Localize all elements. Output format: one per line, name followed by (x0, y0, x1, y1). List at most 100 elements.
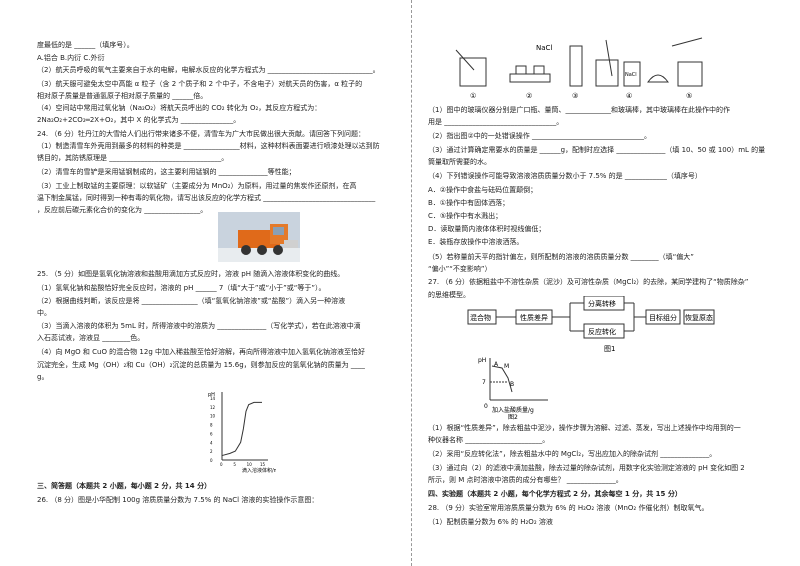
box-property-label: 性质差异 (520, 313, 548, 322)
text-line: E．装瓶存放操作中溶液洒落。 (428, 238, 524, 246)
x-axis-label: 滴入溶液体积/mL (242, 467, 276, 474)
nacl-label: NaCl (536, 44, 552, 52)
y-tick-label: 2 (210, 449, 213, 454)
text-line: （5）若称量前天平的指针偏左，则所配制的溶液的溶质质量分数 ________（填… (428, 253, 694, 261)
box-target-label: 目标组分 (649, 313, 677, 322)
text-line: ，反应前后碳元素化合价的变化为 ________________。 (37, 206, 208, 214)
text-line: 25. （5 分）如图是氢氧化钠溶液和盐酸用滴加方式反应时，溶液 pH 随滴入溶… (37, 270, 345, 278)
text-line: 三、简答题（本题共 2 小题，每小题 2 分，共 14 分） (37, 482, 212, 490)
y-axis-label: pH (208, 392, 215, 398)
step-label-2: ② (526, 92, 532, 100)
text-line: （1）图中的玻璃仪器分别是广口瓶、量筒、_____________和玻璃棒，其中… (428, 106, 730, 114)
left-column: 度最低的是 ______（填序号）。 A.铝合 B.内衍 C.外衍 （2）航天员呼吸… (20, 0, 396, 566)
column-divider (411, 0, 412, 566)
purification-flowchart: 混合物 性质差异 分离转移 反应转化 目标组分 恢复原态 图1 (467, 296, 715, 353)
text-line: 筒量取所需要的水。 (428, 158, 491, 166)
x-axis-label: 加入盐酸质量/g (492, 406, 534, 414)
dish-6 (647, 74, 669, 83)
text-line: （1）制造清雪车外壳用到最多的材料的种类是 ________________材料… (37, 142, 380, 150)
ph-series-line (221, 401, 262, 457)
origin-label: 0 (484, 403, 488, 410)
text-line: 锈目的，其防锈原理是 _____________________________… (37, 154, 229, 162)
text-line: （2）清雪车的雪铲是采用锰钢制成的，这主要利用锰钢的 _____________… (37, 168, 296, 176)
fig2-caption: 图2 (508, 414, 518, 420)
text-line: 用是 ________________________________。 (428, 118, 564, 126)
y-tick-label: 0 (210, 458, 213, 463)
text-line: 的思维模型。 (428, 291, 470, 299)
text-line: （2）指出图②中的一处错误操作 ________________________… (428, 132, 651, 140)
balance-2 (509, 65, 551, 83)
text-line: 所示，则 M 点时溶液中溶质的成分有哪些？ ______________。 (428, 476, 623, 484)
text-line: （2）采用“反应转化法”，除去粗盐水中的 MgCl₂，写出应加入的除杂试剂 __… (428, 450, 717, 458)
step-label-5: ⑤ (686, 92, 692, 100)
y-tick-label: 6 (210, 431, 213, 436)
text-line: （4）向 MgO 和 CuO 的混合物 12g 中加入稀盐酸至恰好溶解，再向所得… (37, 348, 365, 356)
box-restore-label: 恢复原态 (685, 313, 713, 322)
text-line: （1）根据“性质差异”，除去粗盐中泥沙，操作步骤为溶解、过滤、蒸发，写出上述操作… (428, 424, 741, 432)
x-tick-label: 15 (260, 462, 266, 467)
text-line: 相对原子质量是普通氢原子相对原子质量的 ______倍。 (37, 92, 208, 100)
x-tick-label: 0 (220, 462, 223, 467)
text-line: D．读取量筒内液体体积时视线偏低； (428, 225, 546, 233)
y-axis-label: pH (478, 357, 486, 364)
beaker-rod-4 (595, 39, 619, 87)
pour-7 (671, 37, 703, 87)
text-line: （3）工业上制取锰的主要原理：以软锰矿（主要成分为 MnO₂）为原料，用过量的焦… (37, 182, 357, 190)
box-separate-label: 分离转移 (588, 299, 616, 308)
text-line: 温下制金属锰，同时得到一种有毒的氧化物，请写出该反应的化学方程式 _______… (37, 194, 376, 202)
text-line: 入石蕊试液，溶液显 ________色。 (37, 334, 145, 342)
y-tick-label: 14 (210, 396, 216, 401)
text-line: （2）航天员呼吸的氧气主要来自于水的电解，电解水反应的化学方程式为 ______… (37, 66, 380, 74)
text-line: 沉淀完全，生成 Mg（OH）₂和 Cu（OH）₂沉淀的总质量为 15.6g，则参… (37, 361, 365, 369)
y-tick-label: 10 (210, 414, 216, 419)
point-a-label: A (494, 361, 499, 368)
snow-truck-image (218, 212, 300, 262)
box-mixture-label: 混合物 (470, 313, 491, 322)
text-line: A.铝合 B.内衍 C.外衍 (37, 54, 105, 62)
bottle-5 (623, 61, 641, 87)
text-line: C．⑤操作中有水溅出； (428, 212, 503, 220)
text-line: 24. （6 分）牡丹江的大雪给人们出行带来诸多不便，清雪车为广大市民做出很大贡… (37, 130, 366, 138)
text-line: （3）通过计算确定需要水的质量是 ______g，配制时应选择 ________… (428, 146, 766, 154)
text-line: B．①操作中有固体洒落； (428, 199, 510, 207)
text-line: （3）当滴入溶液的体积为 5mL 时，所得溶液中的溶质为 ___________… (37, 322, 361, 330)
fig1-caption: 图1 (604, 345, 615, 353)
text-line: （4）下列错误操作可能导致溶液溶质质量分数小于 7.5% 的是 ________… (428, 172, 702, 180)
text-line: A．②操作中食盐与砝码位置颠倒； (428, 186, 538, 194)
text-line: 度最低的是 ______（填序号）。 (37, 41, 134, 49)
fig2-series-line (491, 365, 513, 393)
step-label-1: ① (470, 92, 476, 100)
cylinder-3 (569, 45, 583, 87)
bottle-label: NaCl (625, 72, 637, 78)
text-line: （1）氢氧化钠和盐酸恰好完全反应时，溶液的 pH ______ 7（填“大于”或… (37, 284, 326, 292)
point-b-label: B (510, 381, 514, 388)
y-tick-7: 7 (482, 379, 486, 386)
text-line: 四、实验题（本题共 2 小题，每个化学方程式 2 分，其余每空 1 分，共 15… (428, 490, 682, 498)
step-label-3: ③ (572, 92, 578, 100)
text-line: “偏小”“不变影响”） (428, 265, 492, 273)
box-react-label: 反应转化 (588, 327, 616, 336)
text-line: g。 (37, 373, 49, 381)
step-label-4: ④ (626, 92, 632, 100)
point-m-label: M (504, 363, 509, 370)
text-line: （3）航天服可避免太空中高能 α 粒子（含 2 个质子和 2 个中子，不含电子）… (37, 80, 363, 88)
solution-prep-figure: NaCl NaCl ① ② ③ ④ ⑤ (455, 37, 703, 100)
y-tick-label: 8 (210, 423, 213, 428)
text-line: 种仪器名称 ______________________。 (428, 436, 550, 444)
text-line: 2Na₂O₂+2CO₂═2X+O₂，其中 X 的化学式为 ___________… (37, 116, 241, 124)
right-column: （1）图中的玻璃仪器分别是广口瓶、量筒、_____________和玻璃棒，其中… (428, 0, 780, 566)
y-tick-label: 12 (210, 405, 216, 410)
text-line: （3）通过向（2）的滤液中滴加盐酸，除去过量的除杂试剂，用数字化实验测定溶液的 … (428, 464, 745, 472)
text-line: 28. （9 分）实验室常用溶质质量分数为 6% 的 H₂O₂ 溶液（MnO₂ … (428, 504, 709, 512)
beaker-1 (455, 49, 487, 87)
text-line: 中。 (37, 309, 51, 317)
text-line: （2）根据曲线判断，该反应是将 ________________（填“氢氧化钠溶… (37, 297, 346, 305)
text-line: （1）配制质量分数为 6% 的 H₂O₂ 溶液 (428, 518, 553, 526)
text-line: 27. （6 分）依据粗盐中不溶性杂质（泥沙）及可溶性杂质（MgCl₂）的去除，… (428, 278, 749, 286)
x-tick-label: 10 (247, 462, 253, 467)
text-line: （4）空间站中常用过氧化钠（Na₂O₂）将航天员呼出的 CO₂ 转化为 O₂，其… (37, 104, 322, 112)
box-restore (683, 309, 715, 325)
x-tick-label: 5 (233, 462, 236, 467)
